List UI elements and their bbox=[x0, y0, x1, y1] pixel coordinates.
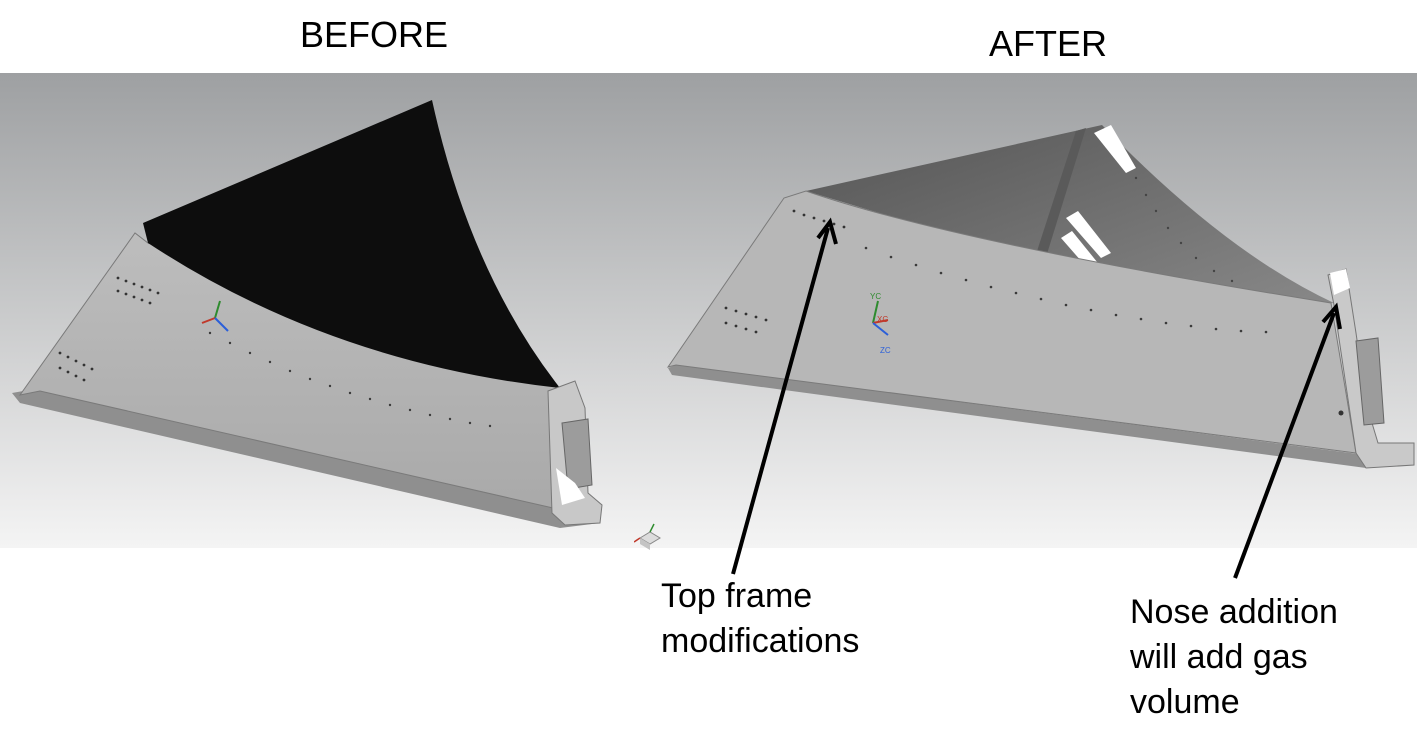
yc-label: YC bbox=[870, 292, 881, 301]
gusset-mid-1 bbox=[1066, 211, 1111, 258]
hole-row-curved bbox=[208, 331, 492, 428]
nose-top-highlight bbox=[1330, 269, 1350, 295]
after-title: AFTER bbox=[988, 23, 1107, 64]
hole-row-inner bbox=[1134, 176, 1234, 283]
xc-label: XC bbox=[877, 315, 888, 324]
after-cad-view: YC XC ZC bbox=[666, 73, 1417, 548]
coordinate-triad bbox=[201, 300, 229, 332]
nose-bracket bbox=[561, 418, 593, 490]
after-model-svg: YC XC ZC bbox=[666, 73, 1417, 548]
nose-annotation: Nose addition will add gas volume bbox=[1130, 593, 1338, 721]
view-cube-icon bbox=[634, 523, 661, 550]
before-title: BEFORE bbox=[299, 14, 449, 55]
zc-label: ZC bbox=[880, 346, 891, 355]
membrane-sheet bbox=[143, 100, 560, 388]
frame-bottom-edge bbox=[668, 365, 1414, 468]
frame-bottom-edge bbox=[12, 388, 600, 528]
hole-row-top bbox=[58, 276, 160, 382]
nose-addition bbox=[1327, 268, 1415, 469]
inner-divider bbox=[1026, 128, 1086, 285]
nose-highlight bbox=[556, 468, 585, 505]
coordinate-triad: YC XC ZC bbox=[870, 292, 891, 355]
nose-bracket bbox=[1355, 337, 1385, 426]
frame-side-panel bbox=[666, 190, 1357, 454]
top-frame-annotation: Top frame modifications bbox=[661, 577, 860, 660]
before-model-svg bbox=[0, 73, 666, 548]
gusset-top bbox=[1094, 125, 1136, 173]
before-cad-view bbox=[0, 73, 666, 548]
nose-hole bbox=[1338, 410, 1344, 416]
